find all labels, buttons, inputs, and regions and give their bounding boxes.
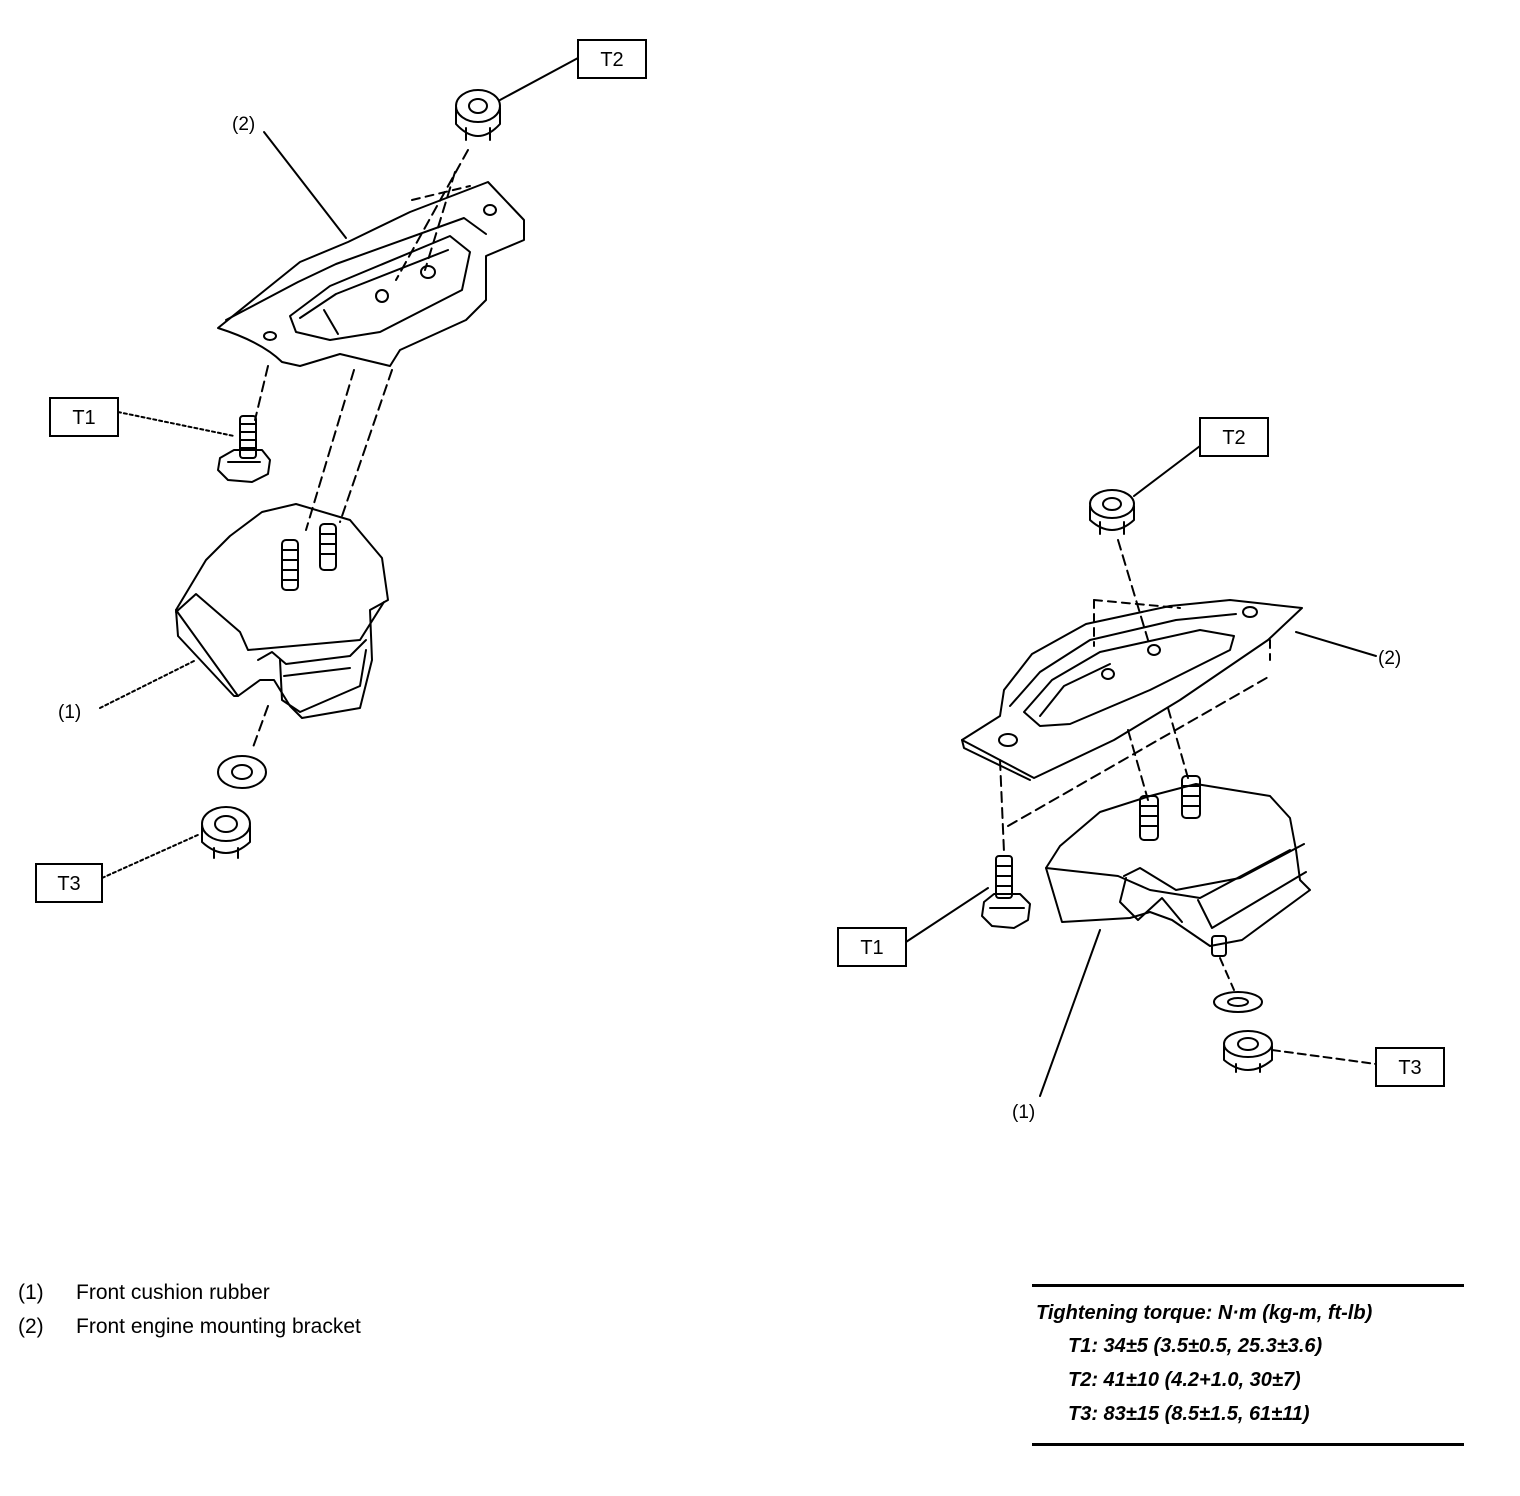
right-t1-bolt [981, 855, 1031, 929]
left-t2-nut [455, 89, 501, 141]
legend-item: (2) Front engine mounting bracket [18, 1310, 361, 1344]
left-t1-tag: T1 [49, 397, 119, 437]
legend-item: (1) Front cushion rubber [18, 1276, 361, 1310]
svg-text:T1: T1 [860, 937, 883, 959]
svg-text:T2: T2 [600, 49, 623, 71]
left-bracket-callout: (2) [232, 114, 255, 135]
right-labels: (2) (1) T2 T1 T3 [837, 417, 1445, 1123]
right-bracket [961, 599, 1303, 781]
legend-text: Front cushion rubber [76, 1281, 270, 1304]
left-assembly [99, 57, 579, 879]
right-t3-nut [1223, 1030, 1273, 1073]
right-cushion-rubber [1045, 775, 1311, 957]
parts-legend: (1) Front cushion rubber (2) Front engin… [18, 1276, 361, 1344]
svg-text:T3: T3 [57, 873, 80, 895]
right-t1-tag: T1 [837, 927, 907, 967]
right-t3-tag: T3 [1375, 1047, 1445, 1087]
left-t3-tag: T3 [35, 863, 103, 903]
right-washer [1213, 991, 1263, 1013]
left-cushion-callout: (1) [58, 702, 81, 723]
right-cushion-callout: (1) [1012, 1102, 1035, 1123]
left-bracket [217, 181, 525, 367]
torque-t1: T1: 34±5 (3.5±0.5, 25.3±3.6) [1068, 1335, 1323, 1357]
torque-t3: T3: 83±15 (8.5±1.5, 61±11) [1068, 1403, 1310, 1425]
svg-text:T3: T3 [1398, 1057, 1421, 1079]
left-cushion-rubber [175, 503, 389, 719]
right-bracket-callout: (2) [1378, 648, 1401, 669]
legend-number: (1) [18, 1281, 44, 1304]
left-t1-bolt [217, 415, 271, 483]
left-washer [217, 755, 267, 789]
right-t2-nut [1089, 489, 1135, 535]
right-t2-tag: T2 [1199, 417, 1269, 457]
torque-title: Tightening torque: N·m (kg-m, ft-lb) [1036, 1302, 1373, 1324]
legend-text: Front engine mounting bracket [76, 1315, 361, 1338]
left-t3-nut [201, 806, 251, 859]
tightening-torque-table: Tightening torque: N·m (kg-m, ft-lb) T1:… [1032, 1284, 1464, 1446]
torque-t2: T2: 41±10 (4.2+1.0, 30±7) [1068, 1369, 1301, 1391]
svg-text:T2: T2 [1222, 427, 1245, 449]
svg-text:T1: T1 [72, 407, 95, 429]
left-t2-tag: T2 [577, 39, 647, 79]
right-assembly [905, 445, 1377, 1097]
legend-number: (2) [18, 1315, 44, 1338]
left-labels: (2) (1) T2 T1 T3 [35, 39, 647, 903]
